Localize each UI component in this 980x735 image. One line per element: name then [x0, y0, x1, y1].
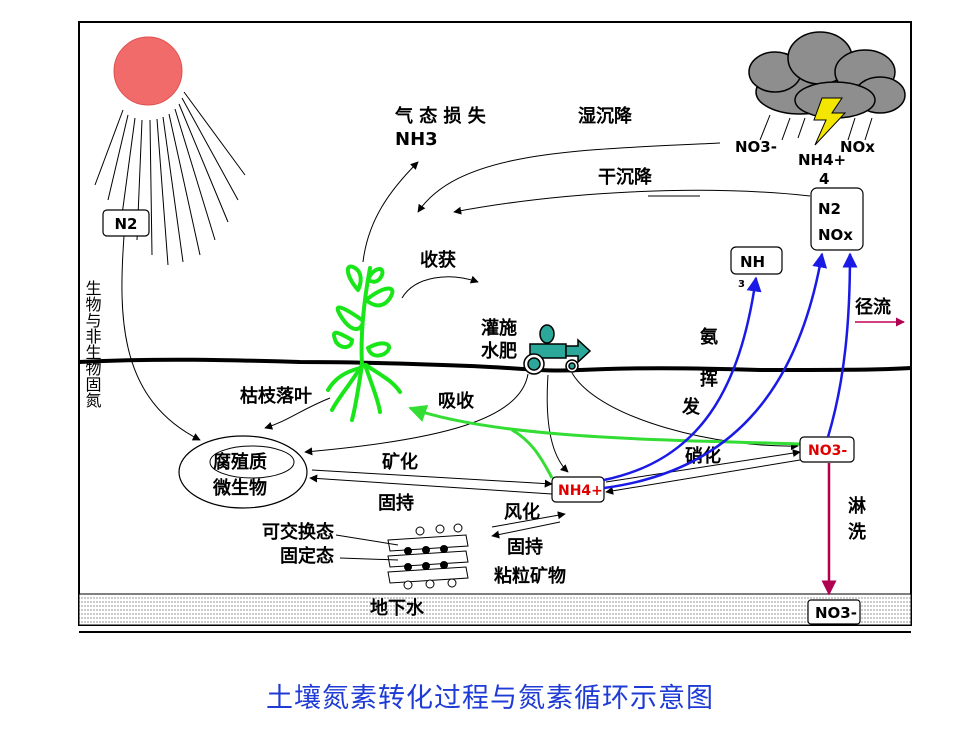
- uptake-from-nh4-arrow: [511, 428, 554, 479]
- fixed-label: 固定态: [280, 545, 334, 567]
- leaching-label-1: 淋: [848, 495, 866, 517]
- rain-lines: [759, 114, 873, 141]
- gas-loss-label: 气 态 损 失: [394, 105, 487, 127]
- clay-mineral-label: 粘粒矿物: [494, 565, 566, 587]
- groundwater-no3-label: NO3-: [815, 604, 857, 622]
- litter-label: 枯枝落叶: [240, 385, 312, 407]
- volatilization-label-2: 发: [681, 396, 701, 418]
- n2-nox-box: [810, 187, 864, 251]
- exchangeable-label: 可交换态: [262, 521, 334, 543]
- cloud-subscript-4: 4: [819, 170, 829, 188]
- dry-deposition-arrow: [453, 189, 811, 215]
- nh3-box-subscript: 3: [738, 279, 745, 290]
- nh4-box-label: NH4+: [558, 483, 603, 499]
- nh4-to-nh3-arrow: [603, 276, 762, 482]
- weathering-arrow: [491, 511, 566, 528]
- fertigation-label-2: 水肥: [481, 340, 517, 362]
- denitrification-back-arrow: [605, 459, 801, 495]
- no3-to-n2nox-arrow: [826, 252, 858, 438]
- gas-loss-nh3: NH3: [395, 129, 438, 150]
- sun-rays: [94, 91, 246, 266]
- harvest-arrow: [401, 275, 479, 299]
- microbe-label: 微生物: [212, 477, 267, 499]
- leaching-label-2: 洗: [848, 521, 866, 543]
- fixation-arrow: [491, 521, 561, 539]
- fertigation-icon: [523, 324, 592, 375]
- groundwater-no3-box: [807, 599, 861, 625]
- nh4-box: [551, 476, 605, 503]
- weathering-label: 风化: [504, 501, 540, 523]
- clay-mineral-icon: [387, 523, 469, 590]
- cloud-nox-label: NOx: [840, 138, 875, 156]
- exchangeable-pointer: [335, 534, 399, 546]
- mineralization-label: 矿化: [382, 451, 418, 473]
- figure-caption: 土壤氮素转化过程与氮素循环示意图: [266, 683, 714, 714]
- dry-deposition-label: 干沉降: [598, 166, 653, 188]
- nh3-box-label: NH: [740, 253, 765, 271]
- fert-to-humus-arrow: [304, 373, 529, 456]
- n2-box-label: N2: [115, 215, 138, 233]
- immobilization-label: 固持: [378, 492, 414, 514]
- humus-label: 腐殖质: [213, 451, 267, 473]
- nh3-box: [730, 246, 783, 275]
- bio-fixation-label: 生物与非生物固氮: [83, 280, 102, 409]
- n2-nox-box-label-n2: N2: [818, 200, 841, 218]
- soil-surface-line: [78, 357, 912, 373]
- fixation-label: 固持: [507, 536, 543, 558]
- n2-nox-box-label-nox: NOx: [818, 226, 853, 244]
- fertigation-label-1: 灌施: [481, 317, 517, 339]
- mineralization-arrow: [311, 469, 553, 488]
- fert-to-nh4-arrow: [546, 374, 569, 473]
- gas-loss-arrow: [362, 161, 419, 263]
- nh4-to-n2nox-arrow: [603, 252, 828, 490]
- ammonia-label: 氨: [700, 326, 718, 348]
- litter-arrow: [264, 397, 331, 430]
- sun-icon: [113, 36, 183, 106]
- wet-deposition-arrow: [417, 142, 721, 213]
- runoff-label: 径流: [855, 296, 891, 318]
- lightning-icon: [813, 97, 847, 146]
- n2-box: [102, 209, 150, 237]
- volatilization-label-1: 挥: [700, 368, 718, 390]
- fert-to-no3-arrow: [571, 372, 799, 451]
- groundwater-label: 地下水: [370, 597, 425, 619]
- no3-box-label: NO3-: [808, 443, 847, 459]
- uptake-label: 吸收: [438, 390, 474, 412]
- humus-inner: [209, 445, 295, 479]
- groundwater-band: [78, 593, 912, 626]
- fixed-pointer: [339, 557, 399, 561]
- cloud-no3-label: NO3-: [735, 138, 777, 156]
- immobilization-arrow: [309, 474, 553, 495]
- harvest-label: 收获: [420, 249, 456, 271]
- plant-icon: [326, 264, 402, 422]
- cloud-nh4-label: NH4+: [798, 151, 846, 169]
- wet-deposition-label: 湿沉降: [578, 105, 633, 127]
- uptake-arrow: [408, 404, 801, 446]
- nitrification-arrow: [605, 449, 801, 483]
- bio-fixation-arrow: [121, 235, 201, 441]
